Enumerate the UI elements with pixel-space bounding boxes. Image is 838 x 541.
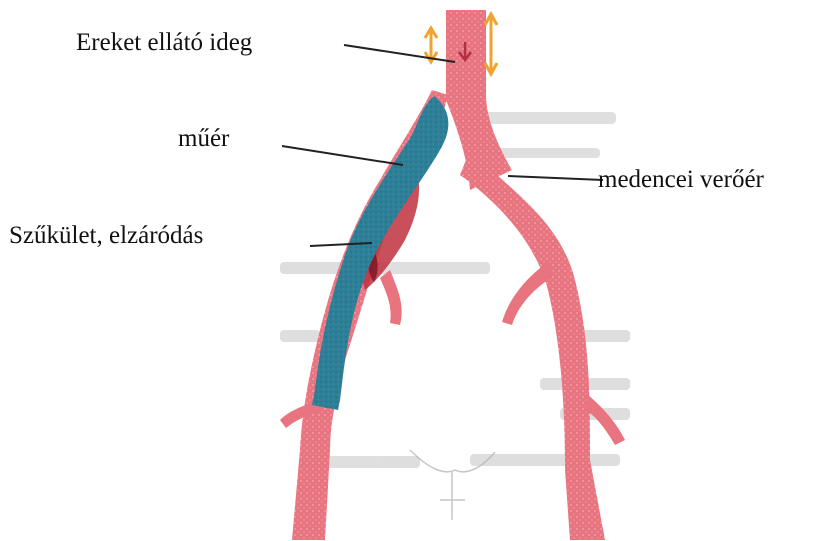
right-iliac-artery <box>460 150 625 540</box>
leader-line-iliac <box>508 176 603 180</box>
leader-lines <box>282 45 603 246</box>
label-iliac-artery: medencei verőér <box>598 167 764 192</box>
label-stenosis: Szűkület, elzáródás <box>9 223 203 248</box>
label-graft: műér <box>178 126 229 151</box>
leader-line-graft <box>282 146 403 165</box>
leader-line-nerve <box>344 45 455 62</box>
label-nerve: Ereket ellátó ideg <box>76 30 252 55</box>
